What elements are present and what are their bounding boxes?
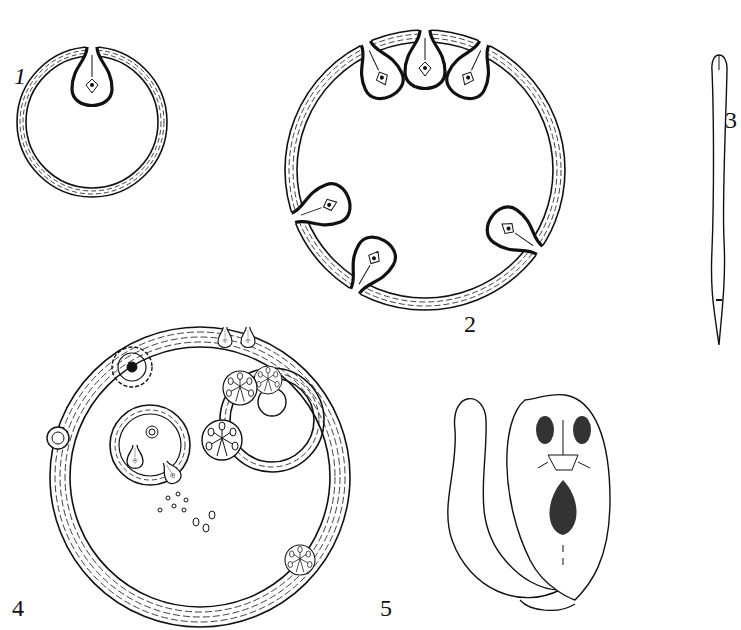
figure-number: 3 <box>725 108 737 132</box>
figure-number: 2 <box>464 312 476 336</box>
figure-number: 5 <box>380 596 392 620</box>
figure-number: 4 <box>12 596 24 620</box>
figure-number: 1 <box>14 64 26 88</box>
